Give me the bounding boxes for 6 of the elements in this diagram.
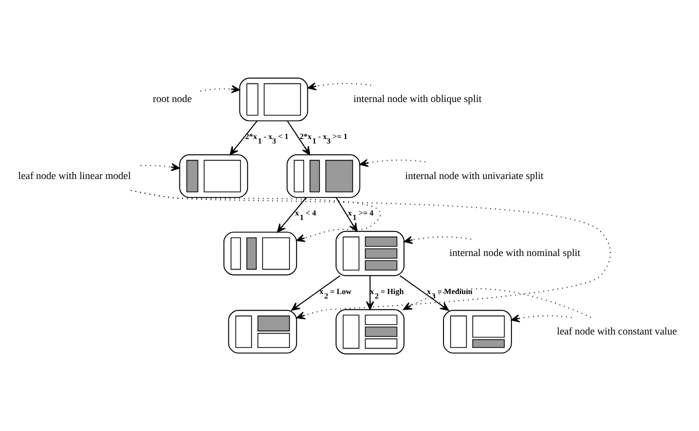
- node-text: leaf node with constant value: [556, 326, 677, 337]
- node-text: internal node with nominal split: [449, 248, 580, 259]
- node-text: leaf node with linear model: [18, 170, 131, 182]
- node-text: root node: [152, 94, 192, 105]
- node-text: internal node with univariate split: [405, 170, 544, 182]
- node-text: internal node with oblique split: [353, 94, 482, 105]
